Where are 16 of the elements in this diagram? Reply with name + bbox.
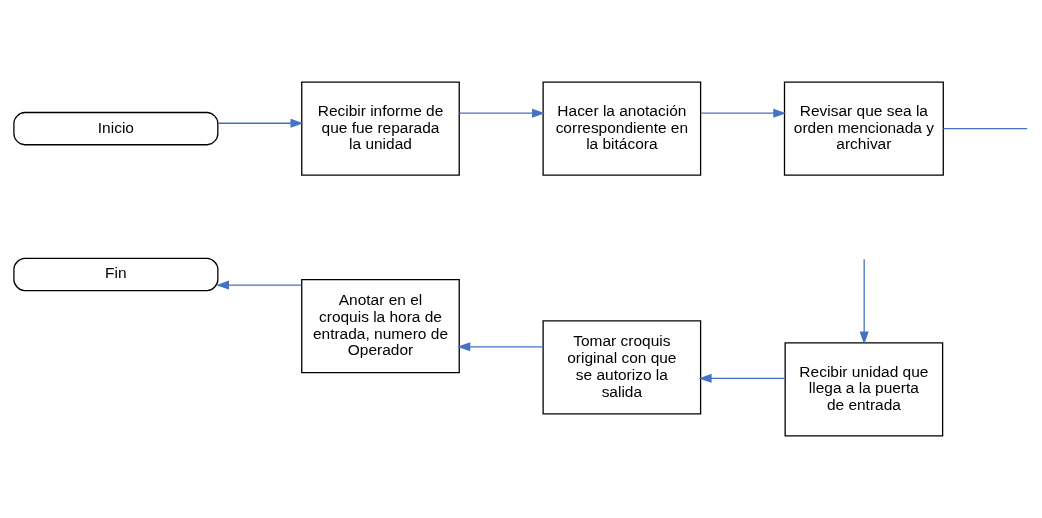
connector: [942, 128, 1028, 130]
node-box: Anotar en el croquis la hora de entrada, numero de Operador: [301, 279, 460, 374]
node-box: Recibir unidad que llega a la puerta de entrada: [784, 342, 944, 437]
node-box: Revisar que sea la orden mencionada y archivar: [783, 81, 944, 176]
arrow: [216, 280, 303, 290]
node-box: Recibir informe de que fue reparada la unidad: [301, 81, 460, 176]
arrow: [700, 108, 787, 118]
node-box: Inicio: [13, 111, 219, 146]
arrow: [698, 373, 786, 383]
arrow: [217, 118, 304, 128]
node-box: Tomar croquis original con que se autorizo la salida: [542, 320, 702, 415]
arrow: [458, 108, 545, 118]
arrow: [457, 342, 544, 352]
arrow: [859, 258, 869, 345]
node-box: Hacer la anotación correspondiente en la bitácora: [542, 81, 702, 176]
node-box: Fin: [13, 257, 219, 292]
